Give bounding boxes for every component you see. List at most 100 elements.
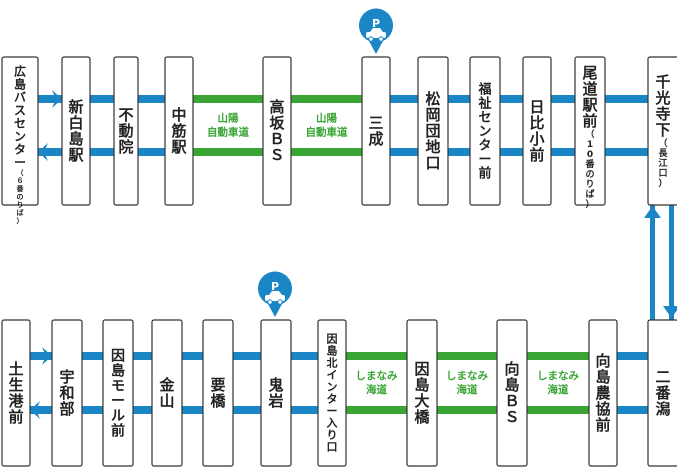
expressway-label: 山陽 xyxy=(316,112,337,125)
bottom-line-segment xyxy=(617,406,648,414)
bus-stop-name: 鬼岩 xyxy=(267,376,283,410)
connector-up-line xyxy=(669,205,674,320)
top-line-segment xyxy=(38,148,62,156)
connector-down-line xyxy=(650,205,655,320)
bus-stop-name: 中筋駅 xyxy=(170,106,187,156)
bus-stop-box xyxy=(113,56,139,206)
top-line-segment xyxy=(390,95,418,103)
bus-stop-box xyxy=(1,319,31,467)
bus-stop-note: （６番のりば） xyxy=(16,169,25,225)
bus-stop-note: （長江口） xyxy=(658,138,668,189)
bus-stop-box xyxy=(417,56,449,206)
bus-stop-fukushi-center: 福祉センター前 xyxy=(469,56,501,206)
arrow-left-icon xyxy=(30,401,40,419)
bus-stop-box xyxy=(647,56,677,206)
bus-stop-takasaka-bs: 高坂ＢＳ xyxy=(262,56,292,206)
expressway-label: しまなみ xyxy=(537,370,579,382)
bus-stop-name: 宇和部 xyxy=(59,368,74,418)
bus-stop-box xyxy=(317,319,347,467)
bus-stop-box xyxy=(102,319,134,467)
top-line-segment xyxy=(448,95,470,103)
bus-stop-box xyxy=(260,319,292,467)
bottom-line-segment xyxy=(233,352,261,360)
bottom-line-segment xyxy=(30,352,52,360)
bus-stop-box xyxy=(151,319,183,467)
bus-stop-box xyxy=(496,319,528,467)
bus-stop-name: 松岡団地口 xyxy=(425,90,440,172)
bottom-line-segment xyxy=(233,406,261,414)
expressway-label: しまなみ xyxy=(356,370,398,382)
bus-stop-oniiwa: 鬼岩 xyxy=(260,319,292,467)
top-line-segment xyxy=(605,95,648,103)
bus-stop-box xyxy=(361,56,391,206)
arrow-up-icon xyxy=(644,206,661,218)
expressway-label: しまなみ xyxy=(446,370,488,382)
bottom-line-segment xyxy=(346,406,407,414)
bottom-line-segment xyxy=(30,406,52,414)
top-line-segment xyxy=(500,95,523,103)
bottom-line-segment xyxy=(291,406,318,414)
bus-stop-matsuoka-danchi: 松岡団地口 xyxy=(417,56,449,206)
top-line-segment xyxy=(291,95,362,103)
bus-stop-box xyxy=(51,319,83,467)
top-line-segment xyxy=(551,148,575,156)
bus-stop-name: 金山 xyxy=(158,376,175,410)
top-line-segment xyxy=(193,148,263,156)
parking-label: P xyxy=(372,17,380,30)
bottom-line-segment xyxy=(82,406,103,414)
bus-stop-box xyxy=(262,56,292,206)
bus-stop-kanayama: 金山 xyxy=(151,319,183,467)
bus-stop-innoshima-ohashi: 因島大橋 xyxy=(406,319,438,467)
bottom-line-segment xyxy=(133,406,152,414)
expressway-label: 自動車道 xyxy=(306,126,348,139)
top-line-segment xyxy=(193,95,263,103)
bus-stop-hiroshima-bus-center: 広島バスセンター（６番のりば） xyxy=(1,56,39,225)
arrow-left-icon xyxy=(38,143,48,161)
top-line-segment xyxy=(390,148,418,156)
bus-stop-hibi-shomae: 日比小前 xyxy=(522,56,552,206)
bus-stop-nakasuji: 中筋駅 xyxy=(164,56,194,206)
bus-stop-name: 向島ＢＳ xyxy=(504,360,519,426)
bottom-line-segment xyxy=(346,352,407,360)
top-line-segment xyxy=(291,148,362,156)
expressway-label: 海道 xyxy=(457,383,478,396)
bus-stop-box xyxy=(588,319,618,467)
top-line-segment xyxy=(605,148,648,156)
bus-stop-name: 広島バスセンター xyxy=(14,64,26,170)
top-line-segment xyxy=(138,148,165,156)
bus-stop-name: 尾道駅前 xyxy=(581,64,598,130)
bottom-line-segment xyxy=(182,352,203,360)
bottom-line-segment xyxy=(182,406,203,414)
bus-stop-name: 土生港前 xyxy=(8,360,24,426)
car-icon xyxy=(366,28,386,42)
bus-stop-niban-gata: 二番潟 xyxy=(647,319,677,467)
bus-stop-box xyxy=(164,56,194,206)
top-line-segment xyxy=(90,148,114,156)
expressway-label: 海道 xyxy=(366,383,387,396)
parking-marker: P xyxy=(359,8,394,54)
bottom-line-segment xyxy=(437,406,497,414)
arrow-right-icon xyxy=(52,90,62,108)
bus-stop-name: 二番潟 xyxy=(654,368,671,418)
bottom-line-segment xyxy=(617,352,648,360)
parking-label: P xyxy=(271,280,279,293)
bus-stop-uwabe: 宇和部 xyxy=(51,319,83,467)
bus-stop-name: 向島農協前 xyxy=(595,352,610,434)
bus-stop-name: 高坂ＢＳ xyxy=(269,98,285,164)
bus-stop-name: 千光寺下 xyxy=(654,73,670,139)
top-line-segment xyxy=(500,148,523,156)
bus-stop-name: 福祉センター前 xyxy=(477,81,491,181)
bottom-line-segment xyxy=(527,406,589,414)
bus-stop-name: 三成 xyxy=(368,114,383,148)
bus-stop-name: 因島北インター入り口 xyxy=(327,333,338,454)
bus-stop-innoshima-kita-ic: 因島北インター入り口 xyxy=(317,319,347,467)
bus-stop-mukaishima-bs: 向島ＢＳ xyxy=(496,319,528,467)
bus-stop-box xyxy=(469,56,501,206)
bus-stop-name: 新白島駅 xyxy=(67,98,84,164)
bus-stop-habu-minato: 土生港前 xyxy=(1,319,31,467)
top-line-segment xyxy=(448,148,470,156)
bottom-line-segment xyxy=(82,352,103,360)
